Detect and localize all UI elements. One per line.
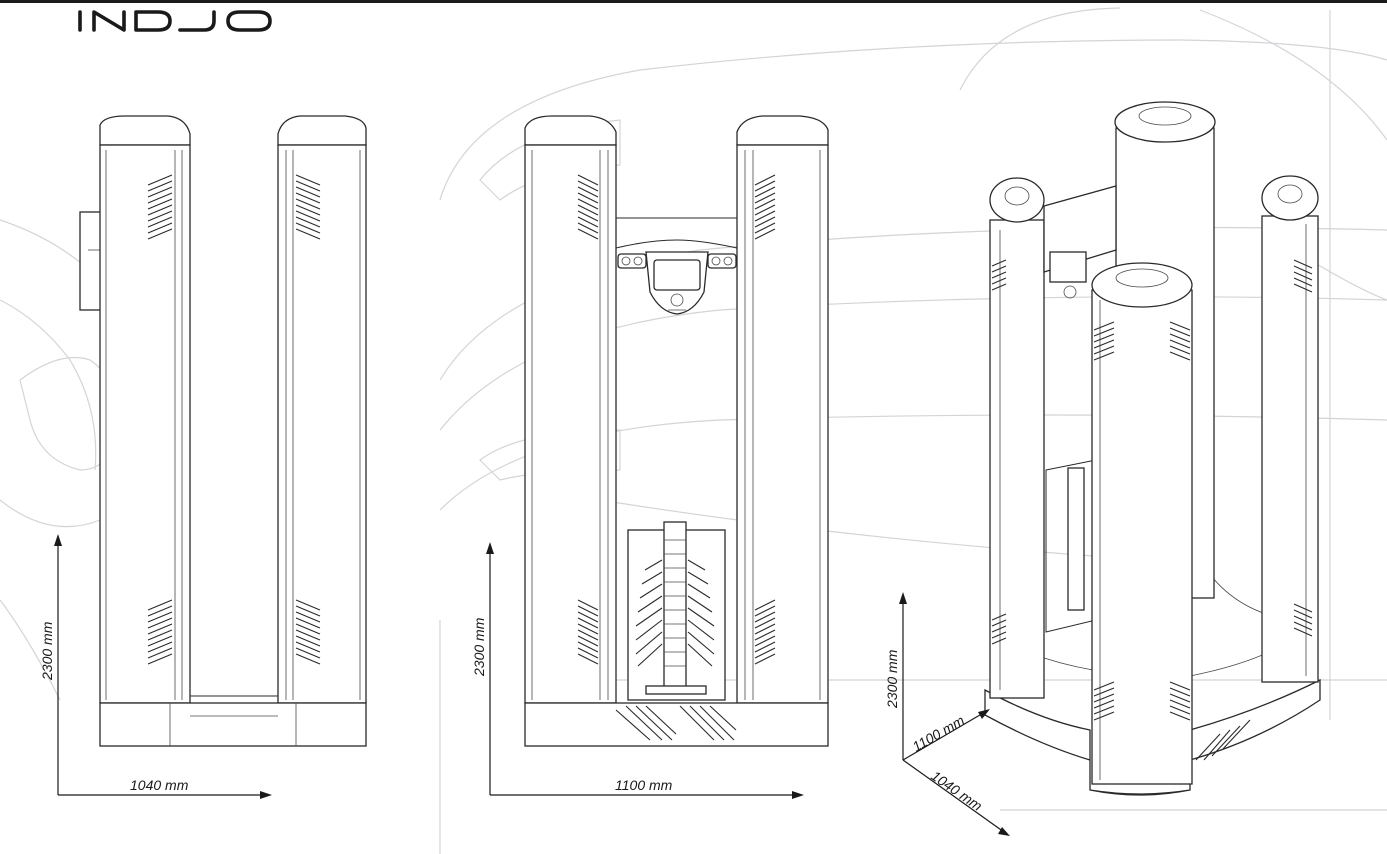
front-height-label: 2300 mm bbox=[471, 617, 487, 677]
iso-height-label: 2300 mm bbox=[884, 649, 900, 709]
top-border-bar bbox=[0, 0, 1387, 3]
brand-logo bbox=[78, 10, 272, 32]
isometric-view: 2300 mm 1100 mm 1040 mm bbox=[884, 101, 1321, 836]
iso-depth-label: 1040 mm bbox=[928, 767, 985, 814]
side-width-label: 1040 mm bbox=[130, 777, 189, 793]
front-view: 2300 mm 1100 mm bbox=[471, 115, 829, 799]
side-height-label: 2300 mm bbox=[39, 621, 55, 681]
iso-width-label: 1100 mm bbox=[910, 712, 968, 755]
side-view: 2300 mm 1040 mm bbox=[39, 115, 367, 799]
front-width-label: 1100 mm bbox=[615, 777, 673, 793]
